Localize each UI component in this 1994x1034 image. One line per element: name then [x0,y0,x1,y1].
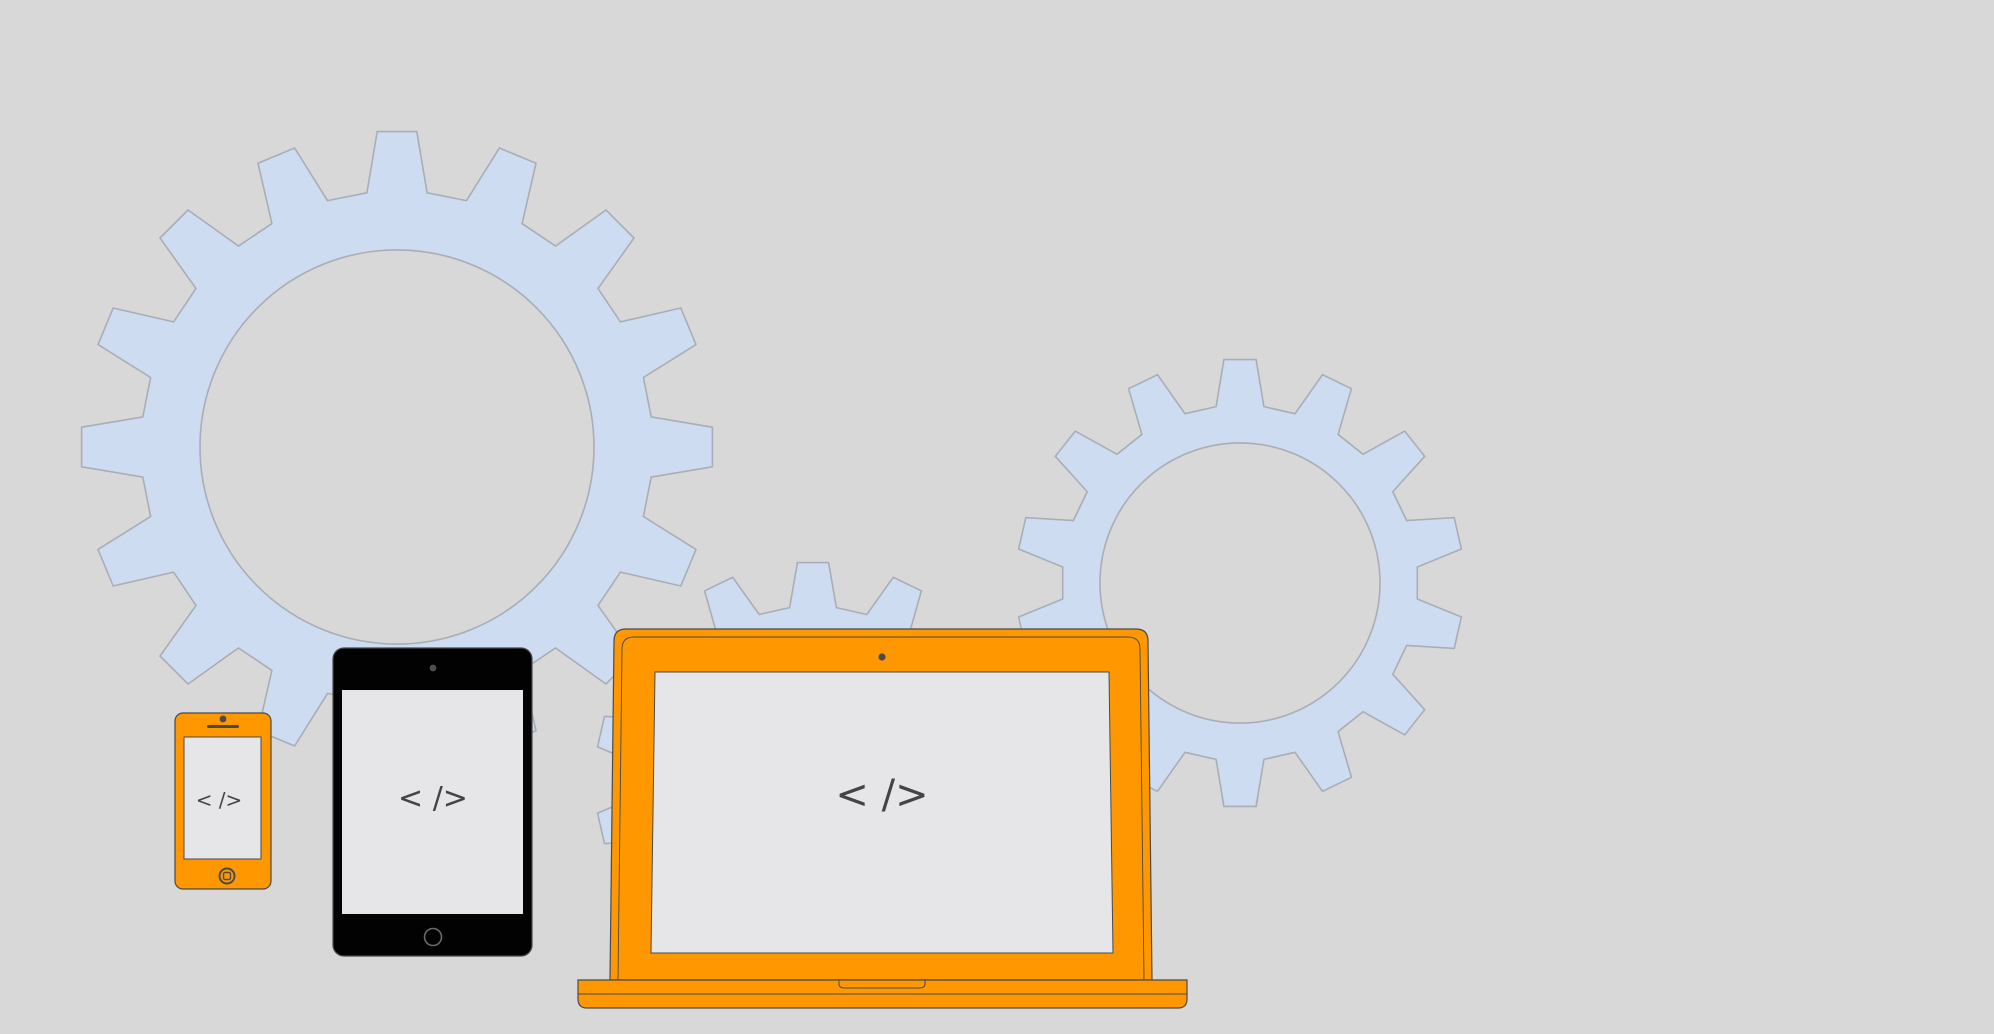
laptop-trackpad-notch [838,980,926,989]
phone-home-button [218,867,236,885]
phone-icon: < /> [174,712,272,890]
laptop-icon: < /> [577,628,1188,1009]
phone-screen-code-text: < /> [196,788,243,812]
laptop-bezel-inner-edge [617,636,1145,981]
laptop-screen [650,671,1114,954]
phone-screen [183,736,262,860]
phone-speaker [207,725,239,728]
phone-camera [219,715,227,723]
tablet-screen-code-text: < /> [398,781,468,816]
tablet-icon: < /> [332,647,533,957]
tablet-home-button [423,927,443,947]
tablet-screen [342,690,523,914]
laptop-camera [878,653,886,661]
phone-home-button-square [222,871,232,881]
tablet-camera [429,664,437,672]
laptop-screen-code-text: < /> [835,772,928,818]
